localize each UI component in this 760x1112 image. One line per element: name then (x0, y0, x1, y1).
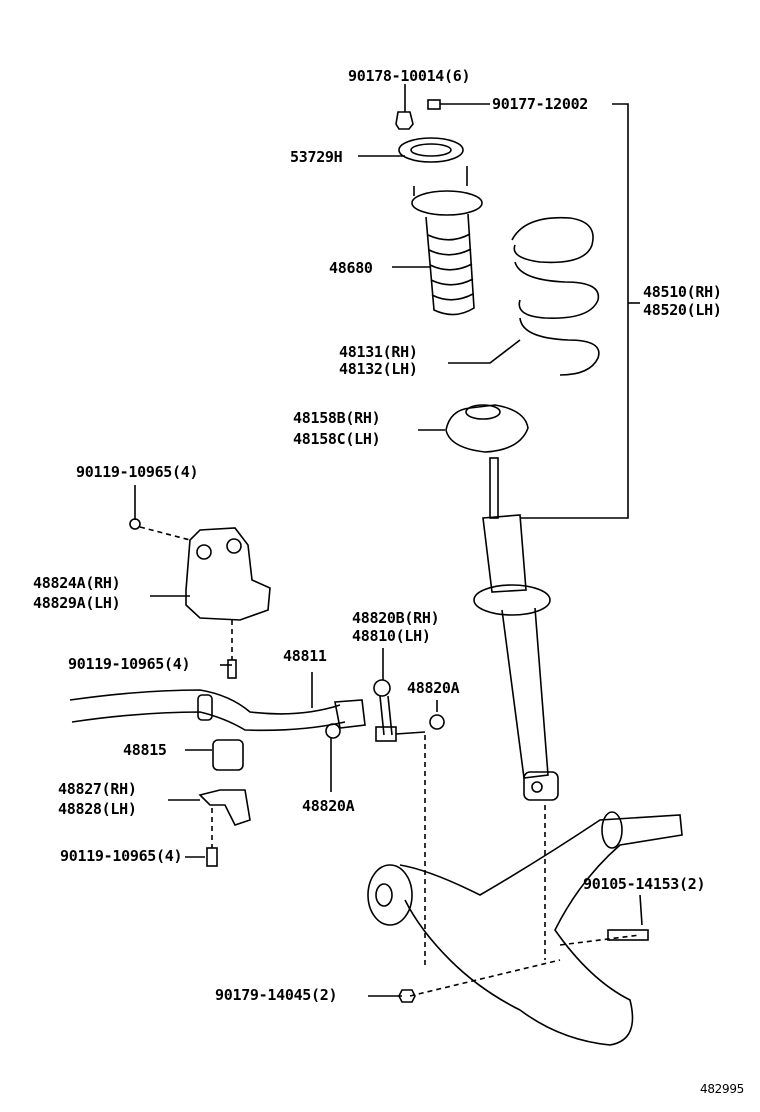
bellows-drawing (411, 166, 483, 316)
callout-stabilizer-link-rh: 48820B(RH) (352, 609, 440, 627)
stabilizer-bar-drawing (69, 689, 366, 732)
bushing-bracket-drawing (198, 789, 251, 826)
bushing-drawing (212, 739, 244, 771)
callout-insulator: 53729H (290, 148, 343, 166)
callout-link-nut-left: 48820A (302, 797, 355, 815)
callout-coil-spring-lh: 48132(LH) (339, 360, 418, 378)
stabilizer-link-drawing (325, 679, 445, 742)
callout-bolt-bracket-upper: 90119-10965(4) (76, 463, 199, 481)
callout-nut-upper: 90177-12002 (492, 95, 589, 113)
callout-bolt-bushing-bracket: 90119-10965(4) (60, 847, 183, 865)
insulator-drawing (398, 137, 464, 163)
coil-spring-drawing (511, 216, 600, 376)
callout-shock-absorber-rh: 48510(RH) (643, 283, 722, 301)
callout-link-nut-right: 48820A (407, 679, 460, 697)
callout-stabilizer-bracket-rh: 48824A(RH) (33, 574, 121, 592)
callout-nut-lower-arm: 90179-14045(2) (215, 986, 338, 1004)
diagram-id: 482995 (700, 1082, 745, 1096)
callout-support-bellows: 48680 (329, 259, 373, 277)
callout-stabilizer-bar: 48811 (283, 647, 327, 665)
callout-stabilizer-link-lh: 48810(LH) (352, 627, 431, 645)
callout-shock-absorber-lh: 48520(LH) (643, 301, 722, 319)
lower-insulator-drawing (445, 404, 529, 453)
callout-nut-top: 90178-10014(6) (348, 67, 471, 85)
callout-lower-insulator-lh: 48158C(LH) (293, 430, 381, 448)
callout-bushing-bracket-rh: 48827(RH) (58, 780, 137, 798)
nut-icon (398, 989, 416, 1003)
callout-stabilizer-bracket-lh: 48829A(LH) (33, 594, 121, 612)
callout-coil-spring-rh: 48131(RH) (339, 343, 418, 361)
nut-icon (427, 99, 441, 110)
callout-bolt-bracket-lower: 90119-10965(4) (68, 655, 191, 673)
lower-arm-drawing (367, 811, 683, 1046)
stabilizer-bracket-drawing (129, 518, 271, 679)
callout-bushing-bracket-lh: 48828(LH) (58, 800, 137, 818)
callout-bushing: 48815 (123, 741, 167, 759)
leader-lines (134, 84, 643, 997)
shock-absorber-drawing (473, 457, 559, 801)
callout-bolt-lower-arm: 90105-14153(2) (583, 875, 706, 893)
nut-icon (395, 111, 414, 130)
callout-lower-insulator-rh: 48158B(RH) (293, 409, 381, 427)
bolt-icon (607, 929, 649, 941)
